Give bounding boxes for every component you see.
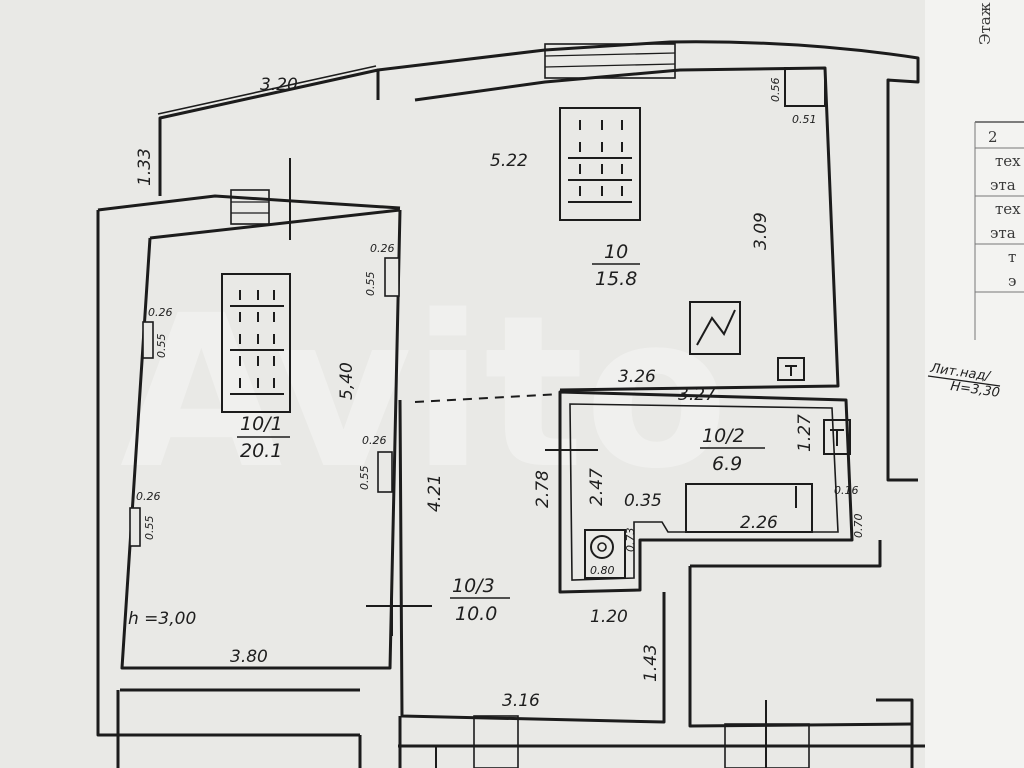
room-10-1-area: 20.1 [240,440,282,462]
radiator-b [129,507,141,547]
dim-nook-056: 0.56 [769,78,782,103]
dim-bath-226: 2.26 [740,513,778,533]
dim-hall-143: 1.43 [641,644,661,682]
room-10-3-area: 10.0 [455,603,497,625]
left-room-inner-wall [120,208,402,670]
dim-hall-120: 1.20 [590,607,628,627]
bathtub [685,483,813,533]
main-window [544,43,676,79]
toilet [584,529,626,579]
main-table-dashes [568,120,632,203]
dim-rad-c-w: 0.26 [370,242,395,255]
radiator-a [142,321,154,359]
side-table-top: Этаж [976,2,994,45]
dim-bath-016: 0.16 [834,484,859,497]
dim-left-380: 3.80 [230,647,268,667]
dim-bath-327: 3.27 [678,385,716,405]
room-10-2-area: 6.9 [712,453,742,475]
side-table-row: т [1008,248,1016,266]
dim-rad-c-h: 0.55 [364,272,377,297]
dim-rad-d-h: 0.55 [358,466,371,491]
side-table-number: 2 [988,128,998,146]
main-room-inner-wall [414,66,840,392]
left-table-dashes [230,290,284,395]
balcony-door [230,189,270,225]
boiler-zigzag [696,309,736,346]
lit-note-underline [927,375,1001,387]
dim-main-522: 5.22 [490,151,528,171]
riser-t-top [785,365,797,376]
bath-wall [558,390,854,594]
dim-bath-080: 0.80 [590,564,615,577]
dim-rad-a-w: 0.26 [148,306,173,319]
dim-nook-051: 0.51 [792,113,817,126]
room-10-3-number: 10/3 [452,575,495,597]
dim-balcony-len: 3.20 [260,75,298,95]
dim-left-540: 5,40 [337,362,357,400]
dim-hall-278: 2.78 [533,470,553,508]
main-room-wall [376,40,920,482]
dim-main-326: 3.26 [618,367,656,387]
riser-t-bath [830,429,844,446]
side-table-row: тех [995,152,1021,170]
hall-wall [358,399,913,768]
wall-nook [784,67,826,107]
bottom-wall-strip [116,688,925,768]
side-table-row: э [1008,272,1016,290]
hall-door [473,715,519,768]
toilet-bowl [590,535,614,559]
dim-bath-073: 0.73 [624,528,637,553]
dim-main-309: 3.09 [751,212,771,250]
dim-bath-070: 0.70 [852,514,865,539]
bath-inner-wall [569,403,839,581]
side-table-row: эта [990,224,1016,242]
left-room-outer-wall [96,194,401,737]
dim-rad-a-h: 0.55 [155,334,168,359]
riser-symbol-bath [823,419,851,455]
dim-height: h =3,00 [128,609,196,629]
dim-rad-b-h: 0.55 [143,516,156,541]
radiator-c [384,257,400,297]
main-window-line [544,52,676,57]
side-table-row: тех [995,200,1021,218]
riser-symbol-top [777,357,805,381]
dim-rad-d-w: 0.26 [362,434,387,447]
main-room-table [559,107,641,221]
main-room-split [414,393,561,403]
room-10-number: 10 [604,241,628,263]
main-window-line [544,63,676,68]
dim-balcony-depth: 1.33 [135,148,155,186]
dim-rad-b-w: 0.26 [136,490,161,503]
toilet-drain [597,542,607,552]
lit-note-line2: Н=3,30 [949,379,1000,401]
side-table-row: эта [990,176,1016,194]
room-10-area: 15.8 [595,268,637,290]
radiator-d [377,451,393,493]
boiler-symbol [689,301,741,355]
dim-bath-127: 1.27 [795,414,815,452]
balcony-wall-outer [157,65,377,115]
dim-hall-316: 3.16 [502,691,540,711]
left-room-table [221,273,291,413]
dim-hall-421: 4.21 [425,474,445,512]
dim-bath-247: 2.47 [587,468,607,506]
dim-bath-035: 0.35 [624,491,662,511]
room-10-1-number: 10/1 [240,413,283,435]
room-10-2-number: 10/2 [702,425,745,447]
